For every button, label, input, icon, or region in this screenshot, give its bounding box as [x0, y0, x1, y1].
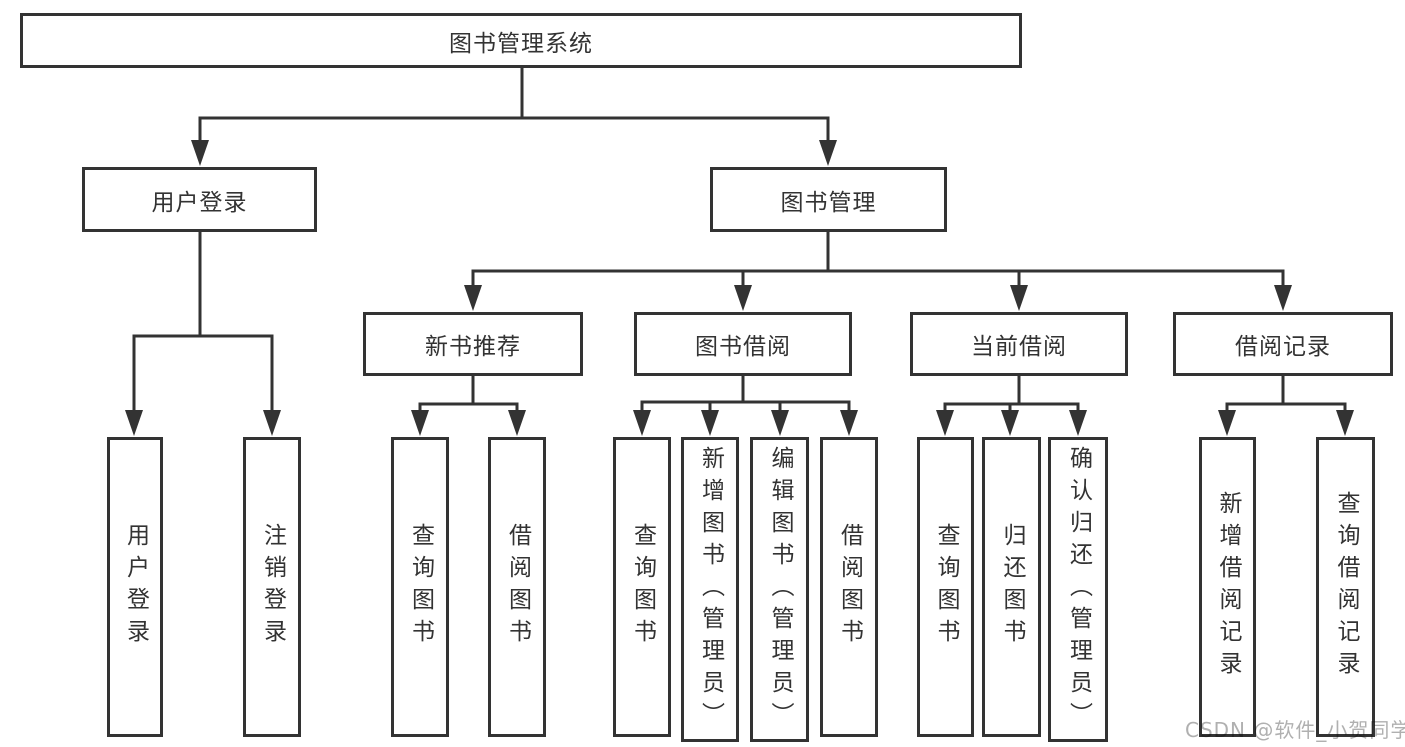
node-add-books-admin-label: 新增图书（管理员）	[697, 445, 724, 734]
node-query-books-recommend: 查询图书	[391, 437, 449, 737]
node-query-books-borrowing-label: 查询图书	[629, 523, 656, 651]
node-logout: 注销登录	[243, 437, 301, 737]
node-add-borrow-record: 新增借阅记录	[1199, 437, 1256, 737]
node-current-borrowing-label: 当前借阅	[971, 334, 1067, 360]
node-add-borrow-record-label: 新增借阅记录	[1215, 491, 1241, 683]
node-add-books-admin: 新增图书（管理员）	[681, 437, 739, 742]
node-confirm-return-admin: 确认归还（管理员）	[1048, 437, 1108, 742]
node-query-books-recommend-label: 查询图书	[407, 523, 434, 651]
node-root-label: 图书管理系统	[449, 30, 593, 57]
node-logout-label: 注销登录	[259, 523, 286, 651]
node-book-management-label: 图书管理	[780, 189, 877, 216]
node-user-login-leaf-label: 用户登录	[122, 523, 149, 651]
arrowheads	[125, 140, 1354, 436]
node-borrow-books-borrowing: 借阅图书	[820, 437, 878, 737]
node-confirm-return-admin-label: 确认归还（管理员）	[1065, 445, 1092, 734]
node-borrow-books-recommend: 借阅图书	[488, 437, 546, 737]
node-return-books-label: 归还图书	[999, 523, 1025, 651]
node-new-book-recommendation-label: 新书推荐	[425, 334, 521, 360]
node-new-book-recommendation: 新书推荐	[363, 312, 583, 376]
node-borrow-books-borrowing-label: 借阅图书	[836, 523, 863, 651]
node-root: 图书管理系统	[20, 13, 1022, 68]
node-book-management: 图书管理	[710, 167, 947, 232]
node-edit-books-admin: 编辑图书（管理员）	[750, 437, 809, 742]
connector-edges	[132, 67, 1347, 414]
node-borrowing-records-label: 借阅记录	[1235, 334, 1331, 360]
watermark-text: CSDN @软件_小贺同学	[1185, 718, 1405, 742]
node-query-books-borrowing: 查询图书	[613, 437, 671, 737]
node-user-login-leaf: 用户登录	[107, 437, 163, 737]
node-user-login-label: 用户登录	[151, 189, 248, 216]
node-borrowing-records: 借阅记录	[1173, 312, 1393, 376]
node-query-books-current-label: 查询图书	[933, 523, 959, 651]
node-return-books: 归还图书	[982, 437, 1041, 737]
node-query-books-current: 查询图书	[917, 437, 974, 737]
node-borrow-books-recommend-label: 借阅图书	[504, 523, 531, 651]
node-current-borrowing: 当前借阅	[910, 312, 1128, 376]
node-book-borrowing-label: 图书借阅	[695, 334, 791, 360]
node-book-borrowing: 图书借阅	[634, 312, 852, 376]
node-user-login: 用户登录	[82, 167, 317, 232]
node-query-borrow-record: 查询借阅记录	[1316, 437, 1375, 737]
node-edit-books-admin-label: 编辑图书（管理员）	[767, 445, 793, 734]
node-query-borrow-record-label: 查询借阅记录	[1333, 491, 1359, 683]
